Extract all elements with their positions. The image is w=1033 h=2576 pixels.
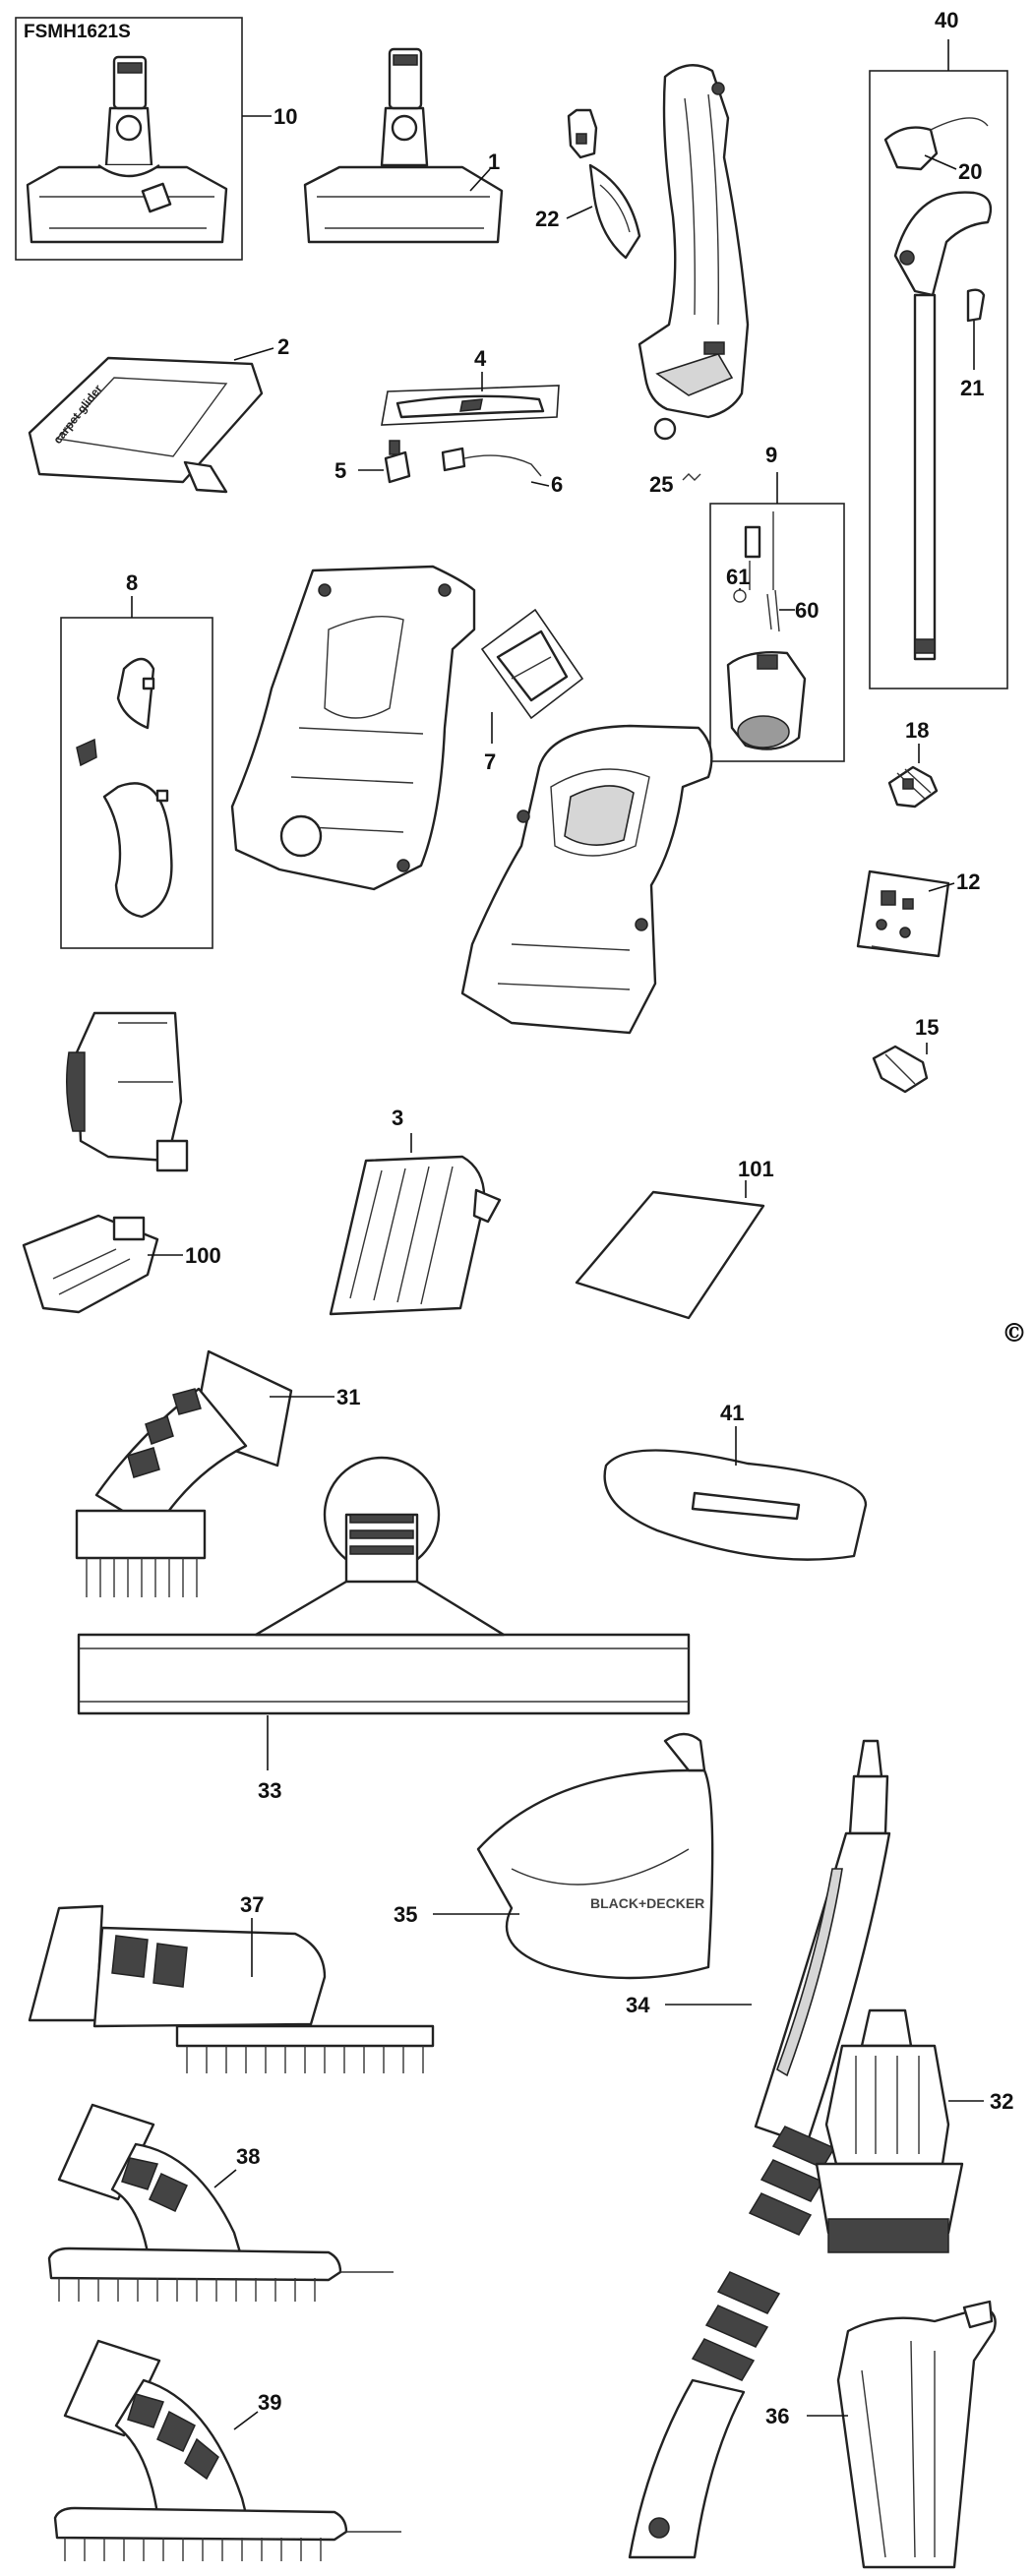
part-label-39: 39	[258, 2390, 281, 2415]
part-3-cleaning-cloth[interactable]	[575, 1190, 765, 1320]
part-6-spring[interactable]	[441, 447, 542, 477]
part-2-carpet-glider[interactable]: carpet glider	[28, 356, 264, 494]
part-label-10: 10	[273, 104, 297, 129]
part-label-35: 35	[394, 1902, 417, 1927]
part-4-trigger[interactable]	[381, 385, 560, 426]
part-12-circuit-board[interactable]	[856, 869, 950, 958]
part-label-7: 7	[484, 749, 496, 774]
part-8-cover[interactable]	[60, 617, 213, 949]
part-1-mop-head[interactable]	[303, 47, 504, 244]
part-label-60: 60	[795, 598, 819, 623]
part-15-fitting[interactable]	[872, 1045, 929, 1094]
part-label-40: 40	[935, 8, 958, 32]
part-label-61: 61	[726, 565, 750, 589]
left-housing-shell[interactable]	[230, 565, 476, 891]
part-label-33: 33	[258, 1778, 281, 1803]
part-label-15: 15	[915, 1015, 939, 1040]
part-100-mop-pad[interactable]	[329, 1155, 502, 1316]
part-label-22: 22	[535, 207, 559, 231]
copyright-mark: ©	[1002, 1319, 1027, 1348]
part-41-filter-pad[interactable]	[603, 1449, 868, 1561]
part-label-5: 5	[334, 458, 346, 483]
part-label-2: 2	[277, 334, 289, 359]
part-33-floor-tool[interactable]	[77, 1456, 691, 1715]
model-label: FSMH1621S	[24, 22, 131, 42]
part-label-6: 6	[551, 472, 563, 497]
part-label-18: 18	[905, 718, 929, 743]
part-label-1: 1	[488, 150, 500, 174]
part-18-connector[interactable]	[887, 765, 939, 809]
part-34-extension-wand[interactable]	[628, 1739, 891, 2559]
part-31-angled-brush[interactable]	[75, 1349, 293, 1597]
part-10-mop-head-assembly[interactable]: FSMH1621S	[15, 17, 243, 261]
part-label-38: 38	[236, 2144, 260, 2169]
part-38-detail-brush[interactable]	[47, 2103, 394, 2302]
part-40-handle-tube-assembly[interactable]	[869, 70, 1008, 689]
bag-brand-text: BLACK+DECKER	[590, 1895, 704, 1911]
part-label-34: 34	[626, 1993, 650, 2017]
part-22-hook[interactable]	[567, 108, 641, 260]
part-39-grout-brush[interactable]	[53, 2339, 401, 2561]
part-101-pad-holder[interactable]	[22, 1214, 159, 1314]
part-label-4: 4	[474, 346, 487, 371]
part-label-32: 32	[990, 2089, 1013, 2114]
part-37-scrub-brush[interactable]	[28, 1904, 435, 2073]
part-35-storage-bag[interactable]: BLACK+DECKER	[476, 1732, 714, 1980]
part-label-101: 100	[185, 1243, 221, 1268]
part-label-9: 9	[765, 443, 777, 467]
part-9-valve-assembly[interactable]	[709, 503, 845, 762]
part-label-21: 21	[960, 376, 984, 400]
part-label-41: 41	[720, 1401, 744, 1425]
part-label-8: 8	[126, 570, 138, 595]
part-7-lever[interactable]	[480, 608, 584, 720]
bracket-component[interactable]	[66, 1011, 189, 1172]
part-label-100: 3	[392, 1106, 403, 1130]
part-label-36: 36	[765, 2404, 789, 2428]
right-housing-shell[interactable]	[460, 724, 713, 1035]
part-label-25: 25	[649, 472, 673, 497]
part-5-switch[interactable]	[384, 440, 411, 484]
part-label-12: 12	[956, 869, 980, 894]
part-36-water-tank[interactable]	[836, 2300, 997, 2569]
part-label-20: 20	[958, 159, 982, 184]
part-32-nozzle-cap[interactable]	[815, 2008, 964, 2253]
part-label-3: 101	[738, 1157, 774, 1181]
main-body-housing[interactable]	[638, 64, 750, 441]
part-label-31: 31	[336, 1385, 360, 1409]
part-label-37: 37	[240, 1892, 264, 1917]
